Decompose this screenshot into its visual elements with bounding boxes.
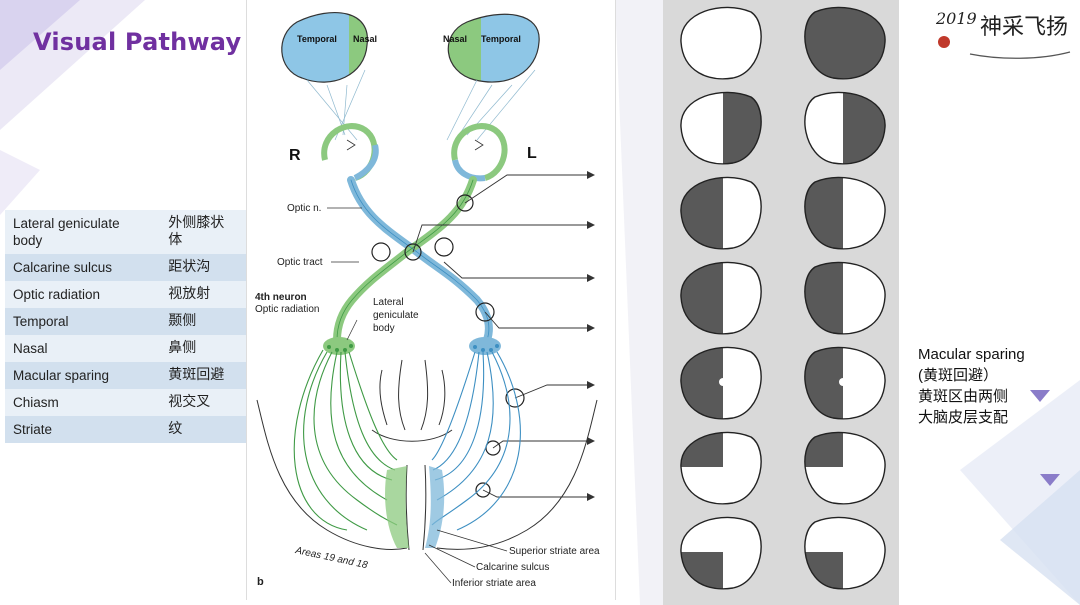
glossary-row: Calcarine sulcus 距状沟 xyxy=(5,254,246,281)
lesion-markers xyxy=(371,194,525,498)
side-label-r: R xyxy=(289,147,301,164)
label-lgb-2: geniculate xyxy=(373,310,419,321)
glossary-row: Lateral geniculate body 外侧膝状体 xyxy=(5,210,246,254)
left-eye-field xyxy=(447,13,540,83)
term-cn: 颞侧 xyxy=(168,313,197,329)
term-en: Calcarine sulcus xyxy=(13,260,113,275)
glossary-row: Striate 纹 xyxy=(5,416,246,443)
visual-field-left xyxy=(680,431,762,505)
visual-field-left xyxy=(680,176,762,250)
term-en: Chiasm xyxy=(13,395,59,410)
pointer-arrows xyxy=(587,171,595,501)
glossary-row: Temporal 颞侧 xyxy=(5,308,246,335)
logo-year: 2019 xyxy=(935,9,977,28)
glossary-row: Chiasm 视交叉 xyxy=(5,389,246,416)
occipital-cortex xyxy=(256,399,598,551)
label-calcarine: Calcarine sulcus xyxy=(476,562,549,573)
field-label-temporal-left: Temporal xyxy=(481,34,521,44)
slide-title: Visual Pathway xyxy=(33,28,242,56)
visual-field-left xyxy=(680,346,762,420)
term-cn: 纹 xyxy=(168,421,183,437)
field-label-temporal-right: Temporal xyxy=(297,34,337,44)
figure-tag: b xyxy=(257,576,264,588)
brand-logo: 2019 神采飞扬 xyxy=(935,9,1071,59)
bottom-label-lines xyxy=(424,529,508,584)
lateral-geniculate-bodies xyxy=(323,337,501,355)
right-eye-field xyxy=(281,11,368,83)
term-cn: 视放射 xyxy=(168,286,211,302)
label-lgb-3: body xyxy=(373,323,395,334)
term-cn: 视交叉 xyxy=(168,394,211,410)
pointer-lines xyxy=(412,174,587,498)
logo-text: 神采飞扬 xyxy=(980,15,1068,40)
label-inferior-striate: Inferior striate area xyxy=(452,578,536,589)
visual-field-right xyxy=(804,261,886,335)
side-label-l: L xyxy=(527,145,537,162)
visual-field-left xyxy=(680,261,762,335)
optic-radiation-left xyxy=(431,351,521,531)
term-en: Lateral geniculate body xyxy=(13,216,120,248)
label-fourth-neuron: 4th neuron xyxy=(255,292,307,303)
visual-field-defects-panel xyxy=(663,0,899,605)
right-eye xyxy=(321,123,379,181)
visual-field-right xyxy=(804,346,886,420)
glossary-table: Lateral geniculate body 外侧膝状体 Calcarine s… xyxy=(5,210,246,443)
visual-field-left xyxy=(680,516,762,590)
visual-field-left xyxy=(680,91,762,165)
visual-field-right xyxy=(804,91,886,165)
field-label-nasal-right: Nasal xyxy=(353,34,377,44)
macular-note-line: 黄斑区由两侧 xyxy=(918,388,1009,405)
term-cn: 黄斑回避 xyxy=(168,367,225,383)
glossary-row: Optic radiation 视放射 xyxy=(5,281,246,308)
label-areas: Areas 19 and 18 xyxy=(293,545,368,571)
visual-field-right xyxy=(804,431,886,505)
glossary-row: Nasal 鼻侧 xyxy=(5,335,246,362)
macular-note-line: 大脑皮层支配 xyxy=(918,409,1009,426)
optic-radiation-right xyxy=(293,349,398,531)
term-cn: 鼻侧 xyxy=(168,340,197,356)
term-en: Striate xyxy=(13,422,53,437)
term-en: Macular sparing xyxy=(13,368,110,383)
term-cn: 距状沟 xyxy=(168,259,211,275)
optic-nerves-chiasm xyxy=(333,176,493,344)
label-optic-nerve: Optic n. xyxy=(287,203,321,214)
visual-field-right xyxy=(804,6,886,80)
logo-seal-icon xyxy=(938,36,950,48)
macular-sparing-note: Macular sparing (黄斑回避） 黄斑区由两侧 大脑皮层支配 xyxy=(918,344,1068,428)
glossary-row: Macular sparing 黄斑回避 xyxy=(5,362,246,389)
label-lgb-1: Lateral xyxy=(373,297,404,308)
visual-field-left xyxy=(680,6,762,80)
term-cn: 外侧膝状体 xyxy=(168,215,225,248)
label-superior-striate: Superior striate area xyxy=(509,546,600,557)
label-optic-radiation: Optic radiation xyxy=(255,304,319,315)
visual-field-right xyxy=(804,176,886,250)
macular-note-line: (黄斑回避） xyxy=(918,367,998,384)
field-label-nasal-left: Nasal xyxy=(443,34,467,44)
left-eye xyxy=(451,123,508,182)
visual-pathway-diagram: Temporal Nasal Nasal Temporal R L xyxy=(246,0,616,600)
striate-cortex xyxy=(385,466,445,548)
macular-note-line: Macular sparing xyxy=(918,346,1025,363)
term-en: Temporal xyxy=(13,314,69,329)
term-en: Nasal xyxy=(13,341,48,356)
brainstem xyxy=(371,359,453,442)
visual-field-right xyxy=(804,516,886,590)
label-optic-tract: Optic tract xyxy=(277,257,323,268)
term-en: Optic radiation xyxy=(13,287,101,302)
